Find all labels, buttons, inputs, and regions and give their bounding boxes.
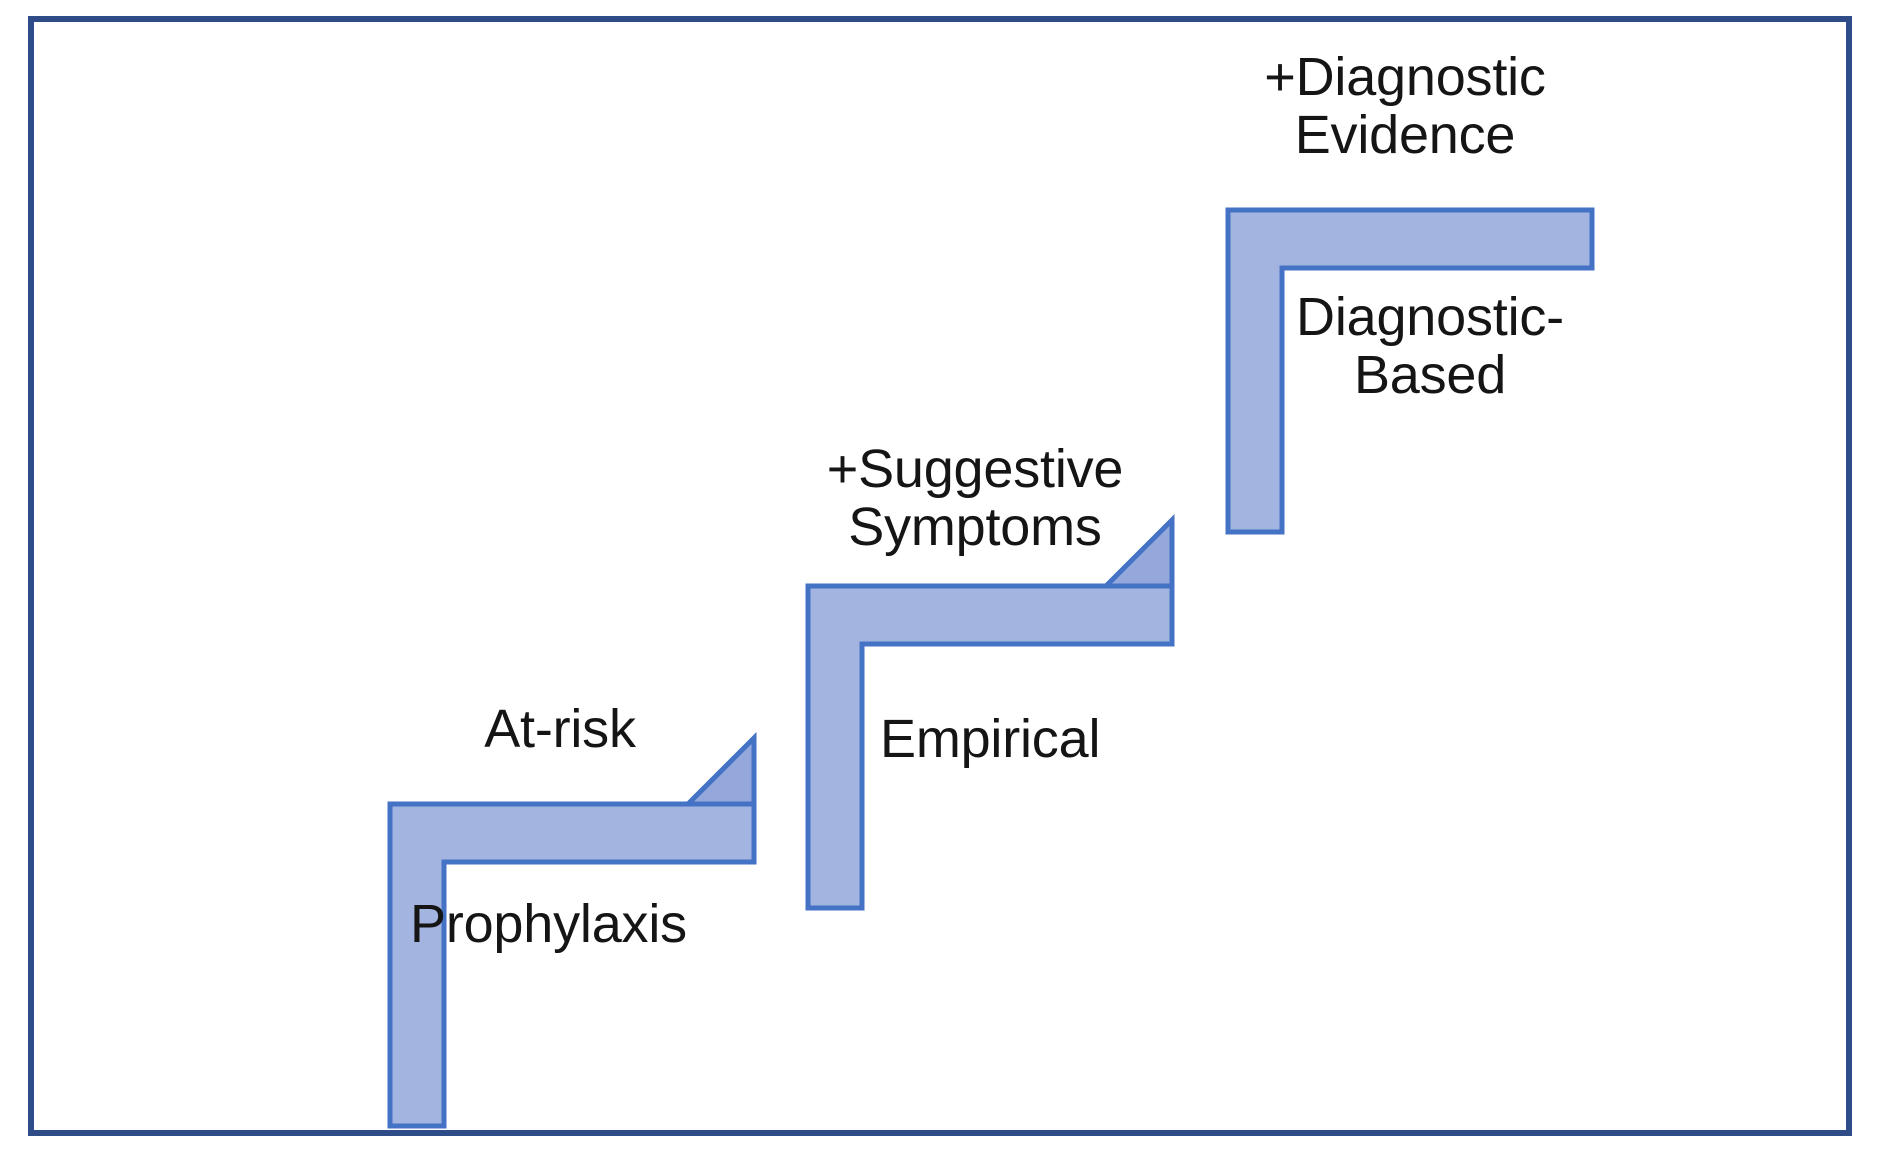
step-1-bent-arrow[interactable]	[386, 731, 806, 1130]
step-1-arrowhead-icon	[681, 731, 757, 807]
step-1-inside-label: Prophylaxis	[410, 894, 687, 954]
step-3-arrow-body	[1225, 207, 1595, 535]
step-2-arrowhead-icon	[1099, 513, 1175, 589]
step-3-bent-arrow[interactable]	[1224, 206, 1644, 536]
step-1-arrow-body	[387, 801, 757, 1129]
step-1-above-label: At-risk	[484, 699, 636, 759]
step-3-inside-label: Diagnostic- Based	[1296, 287, 1564, 406]
diagram-border-frame	[28, 16, 1852, 1136]
step-2-inside-label: Empirical	[880, 709, 1101, 769]
step-2-bent-arrow[interactable]	[804, 513, 1224, 912]
step-3-above-label: +Diagnostic Evidence	[1264, 47, 1546, 166]
step-2-above-label: +Suggestive Symptoms	[826, 439, 1124, 558]
